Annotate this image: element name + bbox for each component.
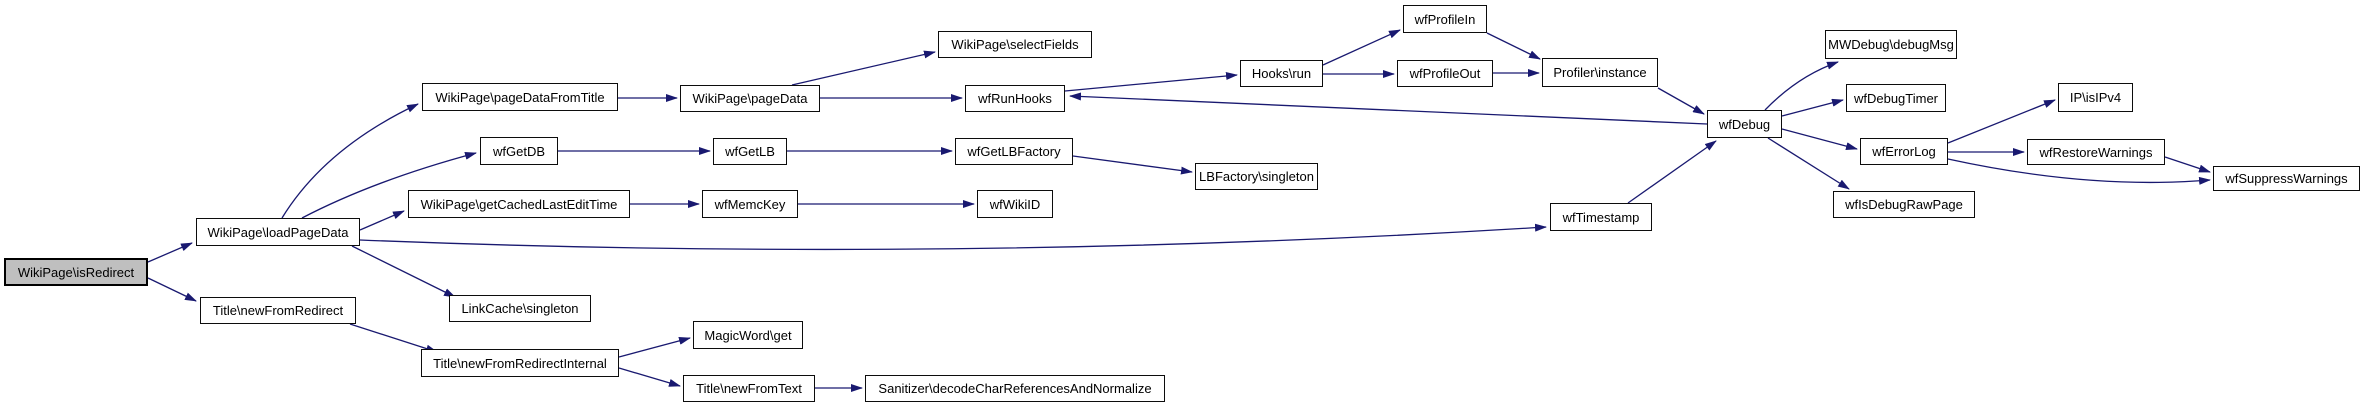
edge-wfdebug-wferrorlog (1781, 128, 1858, 151)
node-wfdebugtimer[interactable]: wfDebugTimer (1846, 84, 1946, 112)
edge-newfromredirectinternal-newfromtext (618, 367, 681, 387)
edge-wfdebug-wfdebugtimer (1781, 98, 1844, 117)
node-wfgetdb[interactable]: wfGetDB (480, 137, 558, 165)
node-wfgetlbfactory[interactable]: wfGetLBFactory (955, 138, 1073, 165)
node-wikipage-pagedata[interactable]: WikiPage\pageData (680, 85, 820, 112)
edge-wfprofilein-profilerinstance (1486, 32, 1541, 60)
edge-loadpagedata-linkcachesingleton (351, 245, 456, 298)
node-wftimestamp[interactable]: wfTimestamp (1550, 203, 1652, 231)
node-sanitizer-decodecharreferences[interactable]: Sanitizer\decodeCharReferencesAndNormali… (865, 375, 1165, 402)
node-wikipage-getcachedlastedittime[interactable]: WikiPage\getCachedLastEditTime (408, 190, 630, 218)
node-wfdebug[interactable]: wfDebug (1707, 110, 1782, 138)
node-wikipage-selectfields[interactable]: WikiPage\selectFields (938, 31, 1092, 58)
node-wfisdebugrawpage[interactable]: wfIsDebugRawPage (1833, 191, 1975, 218)
edge-wfdebug-wfisdebugrawpage (1767, 137, 1850, 190)
node-title-newfromredirect[interactable]: Title\newFromRedirect (200, 297, 356, 324)
node-wfprofilein[interactable]: wfProfileIn (1403, 5, 1487, 33)
node-profiler-instance[interactable]: Profiler\instance (1542, 58, 1658, 87)
edge-wferrorlog-ipisipv4 (1947, 99, 2056, 144)
edge-wfgetlbfactory-lbfactorysingleton (1072, 155, 1193, 175)
edge-pagedata-selectfields (791, 50, 936, 86)
node-wikipage-loadpagedata[interactable]: WikiPage\loadPageData (196, 218, 360, 246)
edge-wfdebug-wfrunhooks (1069, 92, 1708, 125)
edge-loadpagedata-getcachedlastedittime (359, 210, 405, 231)
node-ip-isipv4[interactable]: IP\isIPv4 (2058, 83, 2133, 112)
node-lbfactory-singleton[interactable]: LBFactory\singleton (1195, 163, 1318, 190)
edge-wfrunhooks-hooksrun (1064, 72, 1238, 92)
edge-wftimestamp-wfdebug (1627, 140, 1717, 204)
edge-profilerinstance-wfdebug (1657, 87, 1705, 115)
edge-hooksrun-wfprofilein (1322, 29, 1401, 66)
node-linkcache-singleton[interactable]: LinkCache\singleton (449, 295, 591, 322)
edge-isredirect-newfromredirect (147, 277, 197, 302)
node-wfrestorewarnings[interactable]: wfRestoreWarnings (2027, 139, 2165, 165)
edge-loadpagedata-wftimestamp (359, 223, 1547, 251)
node-title-newfromredirectinternal[interactable]: Title\newFromRedirectInternal (421, 349, 619, 377)
node-wferrorlog[interactable]: wfErrorLog (1860, 138, 1948, 165)
node-wikipage-isredirect: WikiPage\isRedirect (4, 258, 148, 286)
edge-loadpagedata-pagedatafromtitle (281, 103, 419, 219)
edge-wferrorlog-wfsuppresswarnings (1947, 158, 2211, 185)
node-magicword-get[interactable]: MagicWord\get (693, 321, 803, 349)
node-title-newfromtext[interactable]: Title\newFromText (683, 375, 815, 402)
node-hooks-run[interactable]: Hooks\run (1240, 60, 1323, 87)
node-wfgetlb[interactable]: wfGetLB (713, 138, 787, 165)
node-wfwikiid[interactable]: wfWikiID (977, 190, 1053, 218)
edge-isredirect-loadpagedata (147, 242, 193, 263)
node-wfmemckey[interactable]: wfMemcKey (702, 190, 798, 218)
edge-newfromredirect-newfromredirectinternal (349, 323, 438, 353)
edge-wfrestorewarnings-wfsuppresswarnings (2164, 156, 2211, 173)
node-mwdebug-debugmsg[interactable]: MWDebug\debugMsg (1825, 30, 1957, 59)
node-wfrunhooks[interactable]: wfRunHooks (965, 85, 1065, 112)
edge-newfromredirectinternal-magicwordget (618, 336, 691, 358)
node-wfprofileout[interactable]: wfProfileOut (1397, 60, 1493, 87)
node-wikipage-pagedatafromtitle[interactable]: WikiPage\pageDataFromTitle (422, 83, 618, 111)
node-wfsuppresswarnings[interactable]: wfSuppressWarnings (2213, 166, 2360, 191)
edge-wfdebug-mwdebugdebugmsg (1764, 61, 1839, 111)
edge-loadpagedata-wfgetdb (301, 151, 477, 219)
